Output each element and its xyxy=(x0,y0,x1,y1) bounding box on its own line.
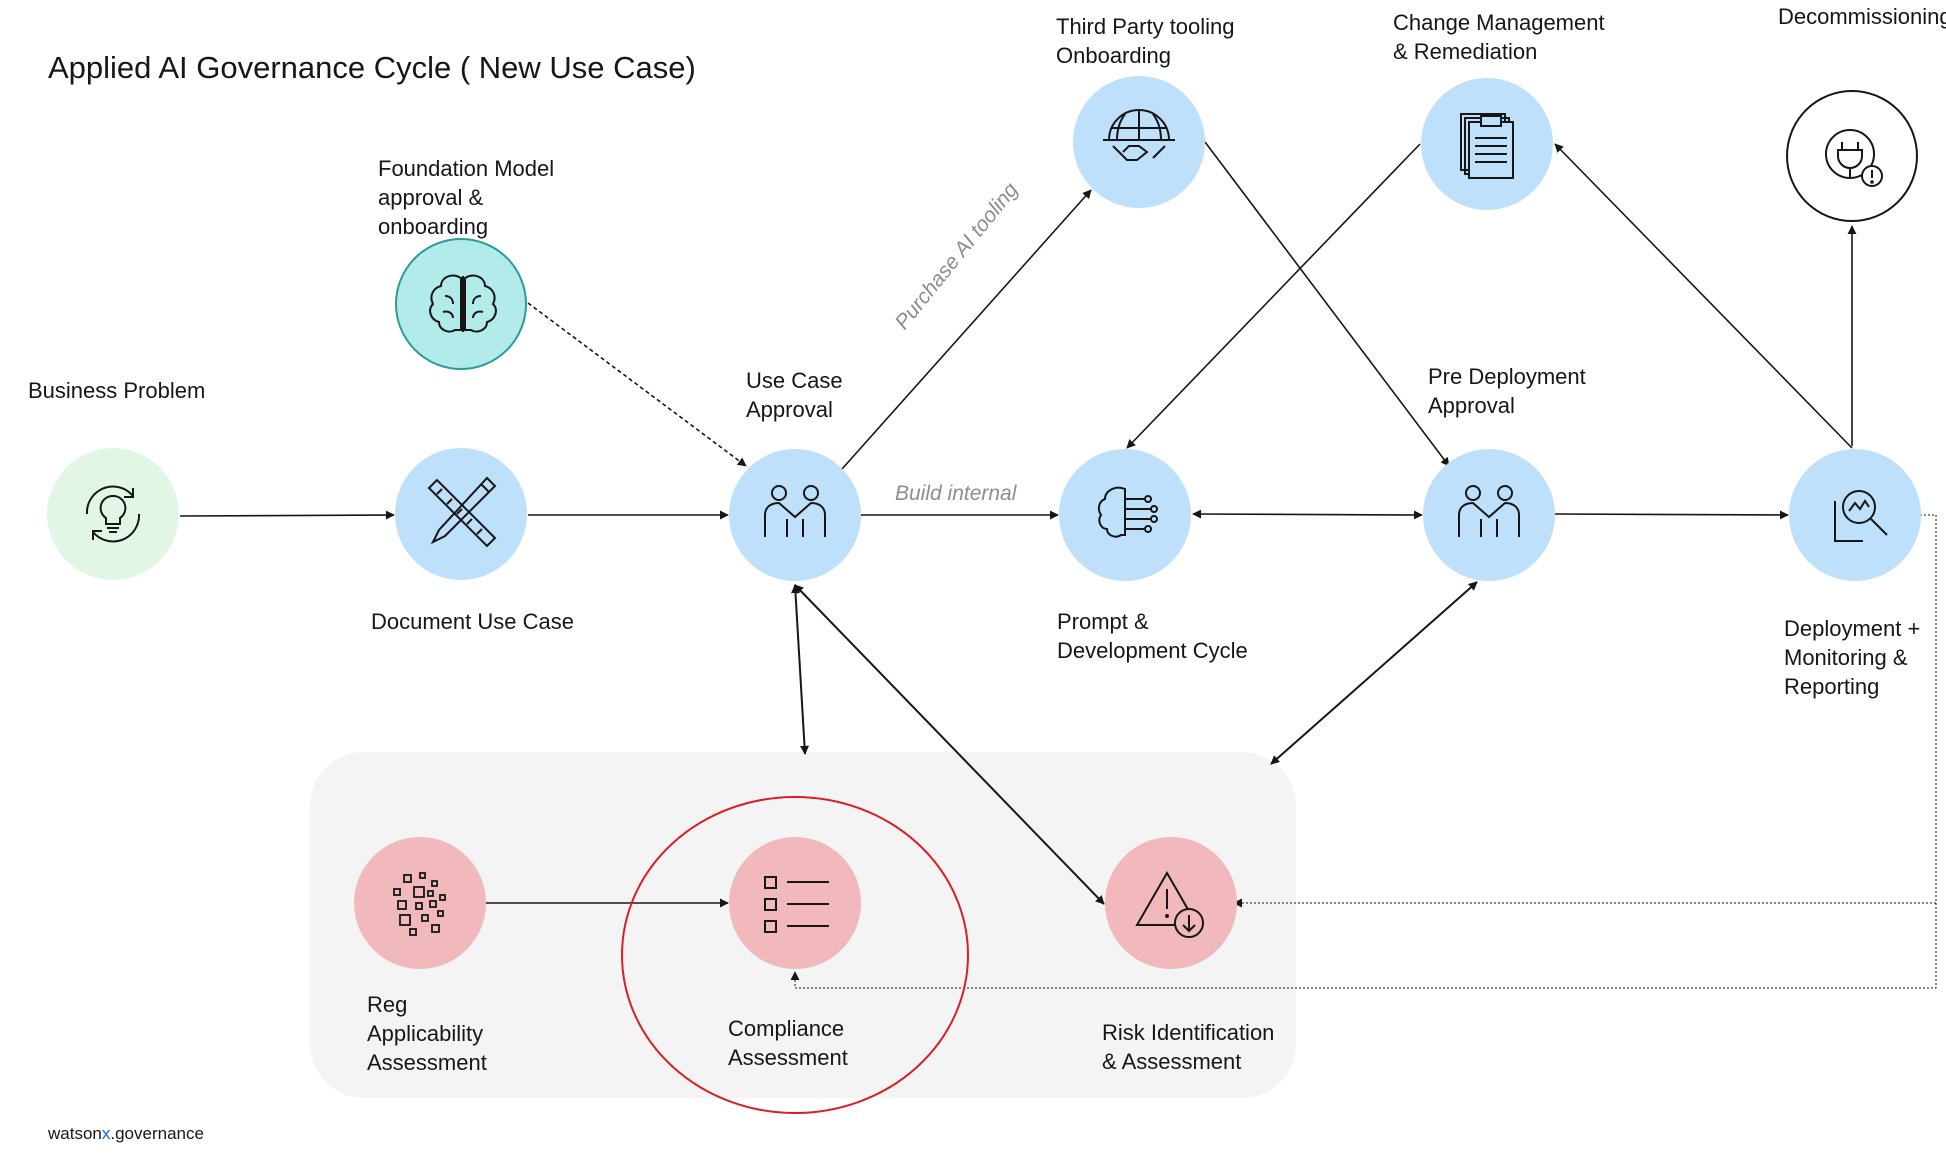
node-third-party[interactable] xyxy=(1073,76,1205,208)
node-change-management[interactable] xyxy=(1421,78,1553,210)
edge-deploy-feedback-risk xyxy=(1233,514,1937,908)
people-approval-icon xyxy=(1458,485,1520,537)
node-deployment[interactable] xyxy=(1789,449,1921,581)
node-prompt-dev[interactable] xyxy=(1059,449,1191,581)
node-use-case-approval[interactable] xyxy=(729,449,861,581)
label-business-problem: Business Problem xyxy=(28,378,206,403)
clipboard-documents-icon xyxy=(1460,113,1514,179)
label-reg-applicability: Reg Applicability Assessment xyxy=(367,992,487,1075)
edge-change-to-prompt xyxy=(1126,143,1421,449)
edge-approval-to-thirdparty xyxy=(841,189,1092,470)
people-approval-icon xyxy=(764,485,826,537)
node-pre-deployment[interactable] xyxy=(1423,449,1555,581)
label-decommissioning: Decommissioning xyxy=(1778,4,1946,29)
label-pre-deployment: Pre Deployment Approval xyxy=(1428,364,1586,418)
edge-deploy-feedback-compliance xyxy=(790,903,1937,989)
page-title: Applied AI Governance Cycle ( New Use Ca… xyxy=(48,50,696,85)
node-business-problem[interactable] xyxy=(47,448,179,580)
label-foundation-model: Foundation Model approval & onboarding xyxy=(378,156,555,239)
label-compliance: Compliance Assessment xyxy=(728,1016,848,1070)
edge-predeploy-to-deploy xyxy=(1554,510,1789,520)
lightbulb-cycle-icon xyxy=(85,485,141,543)
globe-handshake-icon xyxy=(1103,109,1175,161)
scattered-squares-icon xyxy=(393,872,446,936)
label-risk: Risk Identification & Assessment xyxy=(1102,1020,1275,1074)
warning-download-icon xyxy=(1135,870,1204,938)
report-magnifier-icon xyxy=(1834,490,1888,542)
node-risk[interactable] xyxy=(1105,837,1237,969)
label-use-case-approval: Use Case Approval xyxy=(746,368,843,422)
edge-prompt-predeploy xyxy=(1192,509,1423,520)
edge-deploy-to-change xyxy=(1554,143,1853,449)
edge-business-to-document xyxy=(179,510,395,520)
brain-circuit-icon xyxy=(1097,486,1158,538)
checklist-icon xyxy=(764,876,829,933)
brand-logo: watsonx.governance xyxy=(48,1124,204,1143)
plug-warning-icon xyxy=(1825,129,1883,187)
label-third-party: Third Party tooling Onboarding xyxy=(1056,14,1235,68)
node-reg-applicability[interactable] xyxy=(354,837,486,969)
edge-foundation-to-approval xyxy=(527,302,747,467)
label-document-use-case: Document Use Case xyxy=(371,609,574,634)
pencil-ruler-icon xyxy=(427,476,497,548)
label-deployment: Deployment + Monitoring & Reporting xyxy=(1784,616,1921,699)
node-compliance[interactable] xyxy=(729,837,861,969)
edge-thirdparty-to-predeploy xyxy=(1204,141,1450,467)
label-prompt-dev: Prompt & Development Cycle xyxy=(1057,609,1248,663)
edge-approval-risk xyxy=(794,584,1105,905)
node-foundation-model[interactable] xyxy=(395,238,527,370)
edge-predeploy-panel xyxy=(1270,581,1478,765)
brain-icon xyxy=(429,274,497,333)
node-decommissioning[interactable] xyxy=(1786,90,1918,222)
compliance-highlight-ring xyxy=(621,796,969,1114)
node-document-use-case[interactable] xyxy=(395,448,527,580)
edge-label-build: Build internal xyxy=(895,482,1017,505)
label-change-management: Change Management & Remediation xyxy=(1393,10,1605,64)
edge-approval-panel xyxy=(790,584,810,755)
